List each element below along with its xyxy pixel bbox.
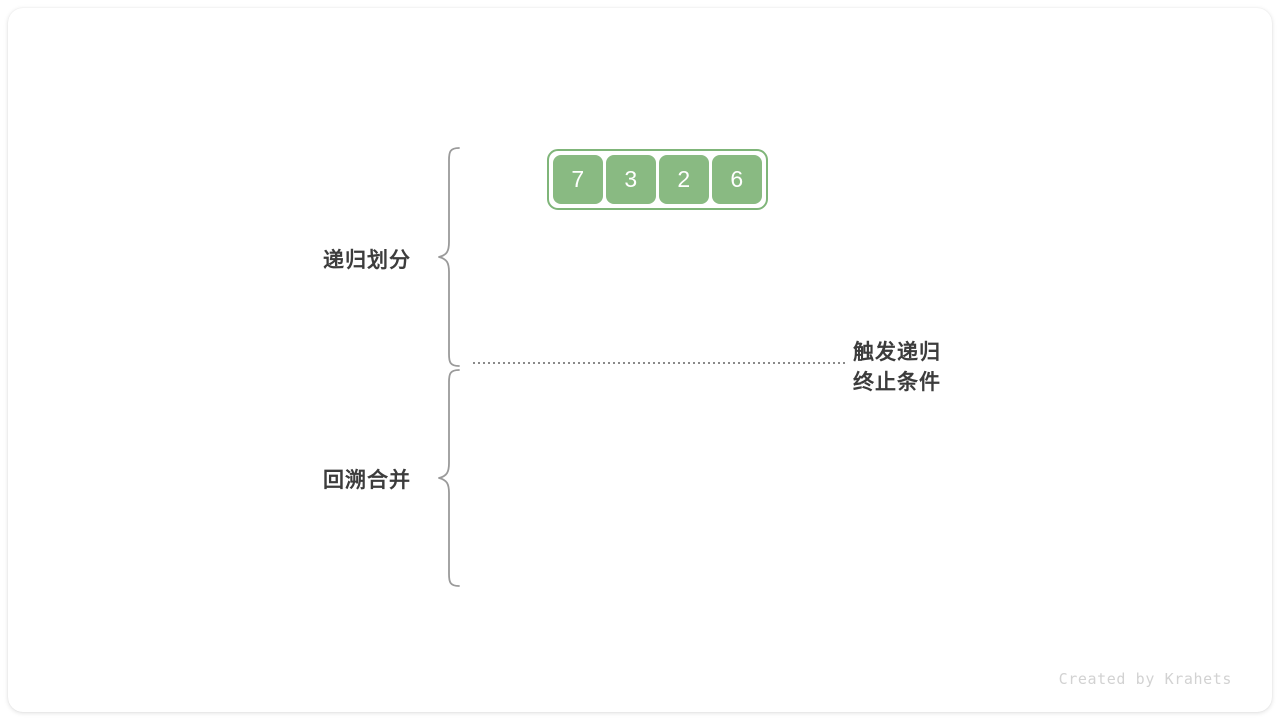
annotation-line-2: 终止条件 [853,371,941,394]
label-backtrack-merge: 回溯合并 [323,469,411,492]
annotation-line-1: 触发递归 [853,341,941,364]
array-cell: 7 [553,155,603,204]
brace-divide-icon [438,147,460,367]
footer-credit: Created by Krahets [1058,670,1232,688]
label-recursive-divide: 递归划分 [323,249,411,272]
array-cell: 3 [606,155,656,204]
brace-recursive-divide [433,146,463,368]
array-cell: 2 [659,155,709,204]
brace-merge-icon [438,369,460,587]
input-array: 7 3 2 6 [547,149,768,210]
figure-card: 递归划分 回溯合并 7 3 2 6 触发递归 终止条件 Created by K… [8,8,1272,712]
recursion-boundary-divider [473,362,846,364]
termination-condition-annotation: 触发递归 终止条件 [853,338,941,398]
brace-backtrack-merge [433,368,463,588]
array-cell: 6 [712,155,762,204]
